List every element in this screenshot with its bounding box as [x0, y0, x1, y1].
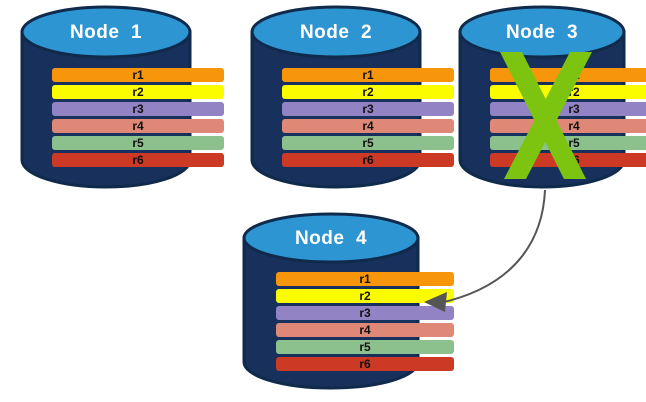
row-bar-r2[interactable]: r2 [276, 289, 454, 303]
row-stack-node4: r1 r2 r3 r4 r5 r6 [242, 272, 488, 371]
row-bar-r3[interactable]: r3 [52, 102, 224, 116]
row-bar-r3[interactable]: r3 [282, 102, 454, 116]
row-bar-r1[interactable]: r1 [282, 68, 454, 82]
row-bar-r3[interactable]: r3 [276, 306, 454, 320]
row-bar-r5[interactable]: r5 [282, 136, 454, 150]
row-stack-node2: r1 r2 r3 r4 r5 r6 [250, 68, 486, 167]
failover-arrow-head [424, 292, 447, 312]
row-bar-r4[interactable]: r4 [52, 119, 224, 133]
row-bar-r5[interactable]: r5 [52, 136, 224, 150]
failover-arrow-line [439, 189, 546, 304]
row-bar-r1[interactable]: r1 [52, 68, 224, 82]
row-bar-r4[interactable]: r4 [282, 119, 454, 133]
row-bar-r5[interactable]: r5 [276, 340, 454, 354]
node-cylinder-node1[interactable]: Node 1 r1 r2 r3 r4 r5 r6 [20, 5, 224, 189]
row-stack-node1: r1 r2 r3 r4 r5 r6 [20, 68, 256, 167]
row-bar-r2[interactable]: r2 [52, 85, 224, 99]
row-bar-r6[interactable]: r6 [276, 357, 454, 371]
node-cylinder-node4[interactable]: Node 4 r1 r2 r3 r4 r5 r6 [242, 212, 454, 392]
row-bar-r2[interactable]: r2 [282, 85, 454, 99]
row-bar-r6[interactable]: r6 [52, 153, 224, 167]
row-bar-r1[interactable]: r1 [276, 272, 454, 286]
row-bar-r6[interactable]: r6 [282, 153, 454, 167]
row-bar-r4[interactable]: r4 [276, 323, 454, 337]
node-cylinder-node2[interactable]: Node 2 r1 r2 r3 r4 r5 r6 [250, 5, 454, 189]
